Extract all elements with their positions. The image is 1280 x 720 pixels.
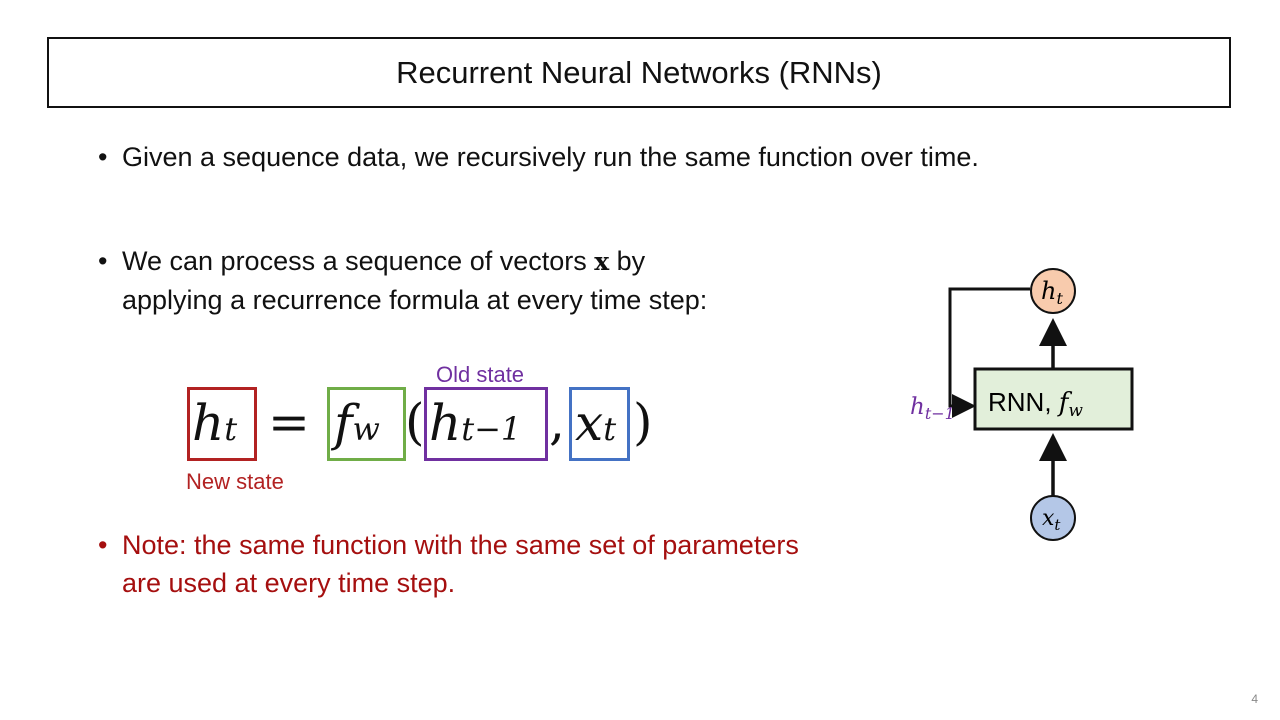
new-state-box: [187, 387, 257, 461]
eq-lhs: ht: [192, 394, 238, 452]
page-number: 4: [1251, 692, 1258, 706]
vector-x: x: [594, 247, 610, 276]
eq-input: xt: [575, 394, 617, 452]
bullet-1-text: Given a sequence data, we recursively ru…: [122, 142, 979, 172]
bullet-2-line-2: applying a recurrence formula at every t…: [122, 285, 708, 315]
rnn-block: [973, 367, 1134, 431]
bullet-3-note: • Note: the same function with the same …: [98, 526, 799, 602]
eq-old-state: ht−1: [429, 394, 522, 452]
note-line-2: are used at every time step.: [122, 568, 456, 598]
input-node-label: xt: [1042, 506, 1061, 534]
new-state-label: New state: [186, 469, 284, 494]
eq-open-paren: (: [405, 393, 425, 451]
bullet-1: • Given a sequence data, we recursively …: [98, 138, 979, 176]
eq-comma: ,: [549, 393, 565, 451]
output-node: [1030, 268, 1076, 314]
slide-title: Recurrent Neural Networks (RNNs): [396, 54, 882, 90]
function-box: [327, 387, 406, 461]
bullet-marker: •: [98, 530, 108, 560]
recurrent-loop-arrow: [948, 287, 1030, 418]
note-line-1: Note: the same function with the same se…: [122, 530, 799, 560]
bullet-2: • We can process a sequence of vectors x…: [98, 242, 708, 319]
bullet-marker: •: [98, 246, 108, 276]
slide-title-box: Recurrent Neural Networks (RNNs): [47, 37, 1231, 108]
output-node-label: ht: [1041, 277, 1063, 308]
input-node: [1030, 495, 1076, 541]
bullet-marker: •: [98, 142, 108, 172]
eq-close-paren: ): [633, 393, 653, 451]
input-box: [569, 387, 630, 461]
rnn-block-label: RNN, fw: [988, 387, 1083, 421]
old-state-label: Old state: [436, 362, 525, 387]
recurrent-state-label: ht−1: [910, 394, 955, 423]
bullet-2-line-1: We can process a sequence of vectors x b…: [122, 246, 646, 276]
eq-function: fw: [334, 394, 380, 452]
eq-equals: =: [268, 393, 310, 451]
old-state-box: [424, 387, 548, 461]
